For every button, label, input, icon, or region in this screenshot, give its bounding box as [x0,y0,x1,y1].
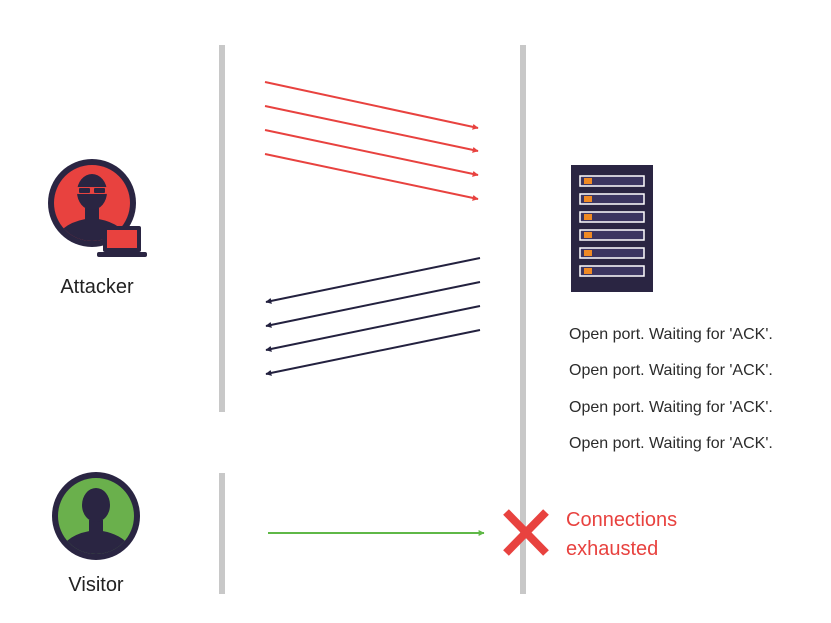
server-slot [579,211,645,223]
server-rack-icon [571,165,653,292]
syn-ack-arrow [265,257,481,304]
server-slot [579,229,645,241]
status-message: Open port. Waiting for 'ACK'. [569,435,773,452]
syn-ack-arrow [265,281,481,328]
status-message: Open port. Waiting for 'ACK'. [569,399,773,416]
x-mark-icon [503,509,549,556]
syn-ack-arrows [265,257,481,376]
visitor-avatar [52,472,140,560]
syn-arrow [264,81,479,130]
user-icon [58,488,134,554]
server-slot [579,175,645,187]
syn-arrow [264,105,479,153]
visitor-label: Visitor [68,574,124,596]
error-label-line1: Connections [566,509,677,531]
timelines [219,45,526,594]
attacker-label: Attacker [60,276,134,298]
status-messages: Open port. Waiting for 'ACK'. Open port.… [569,326,773,452]
error-label-line2: exhausted [566,538,658,560]
status-message: Open port. Waiting for 'ACK'. [569,362,773,379]
syn-ack-arrow [265,329,481,376]
attacker-avatar [48,159,147,257]
laptop-icon [97,226,147,257]
syn-arrow [264,153,479,201]
server-slot [579,193,645,205]
status-message: Open port. Waiting for 'ACK'. [569,326,773,343]
server-slot [579,247,645,259]
syn-ack-arrow [265,305,481,352]
syn-arrows [264,81,479,201]
server-slot [579,265,645,277]
syn-arrow [264,129,479,177]
